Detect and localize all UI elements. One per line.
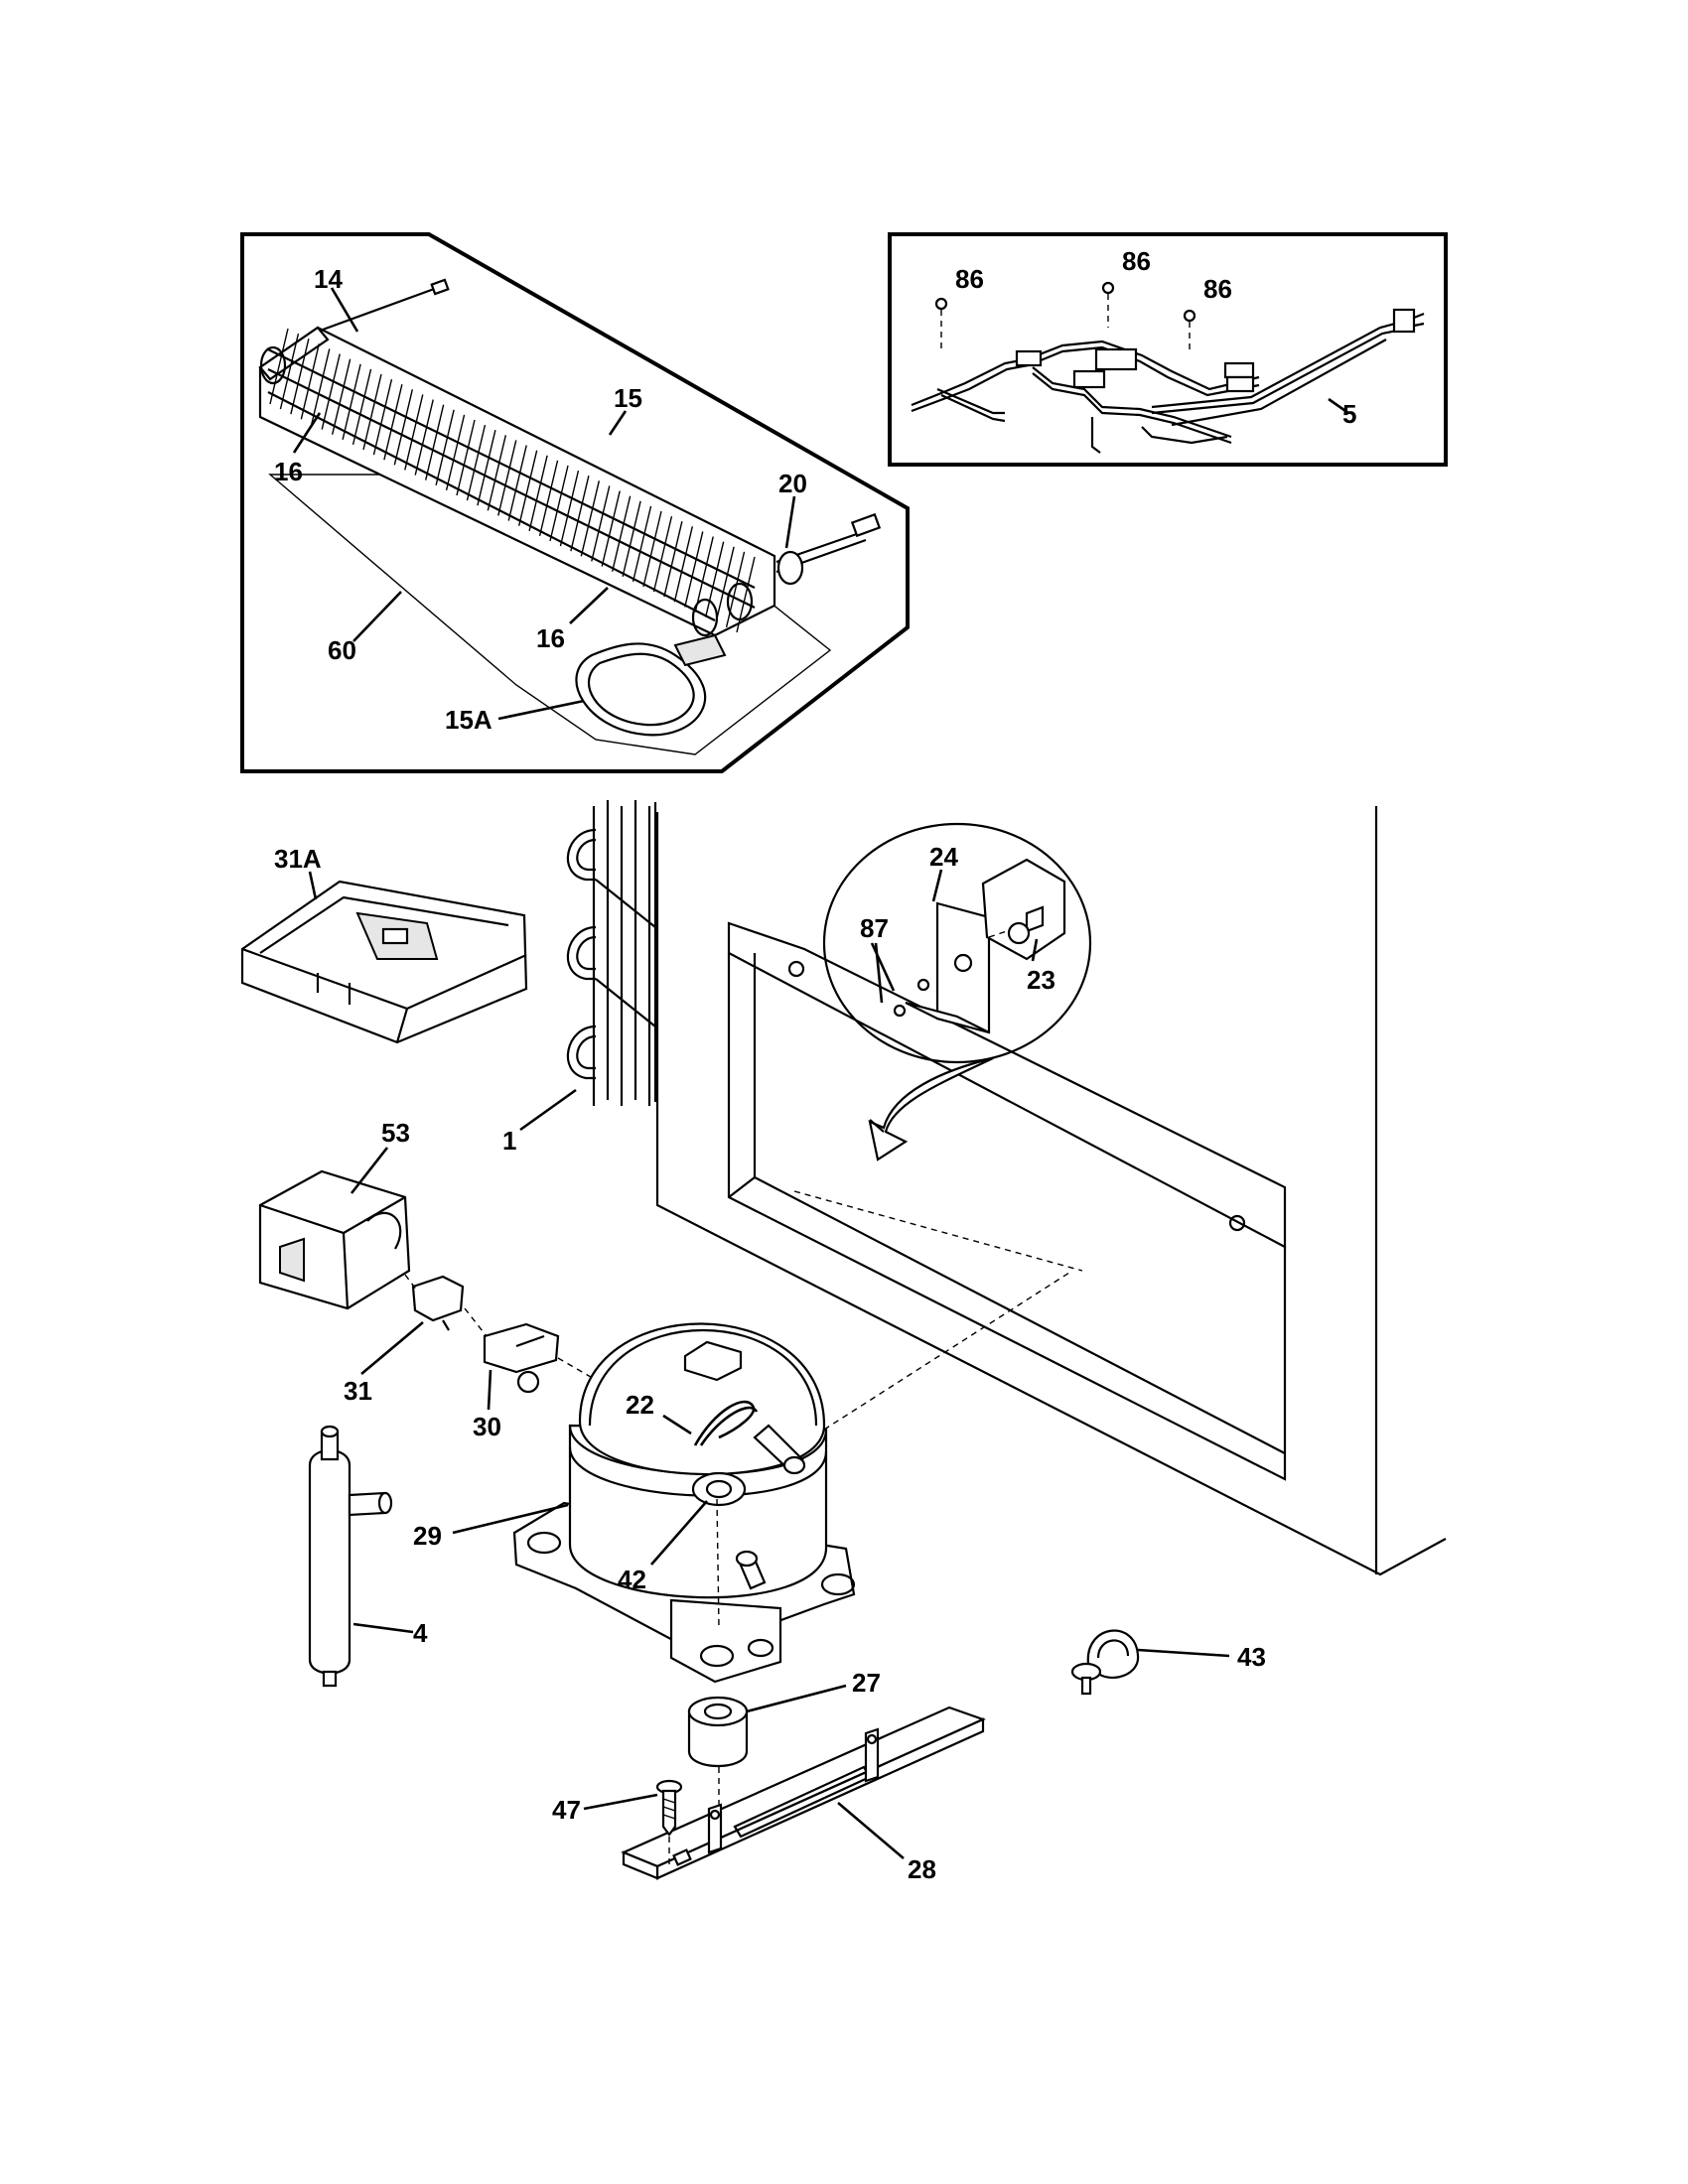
callout-60: 60 xyxy=(328,635,356,665)
evaporator-fin xyxy=(362,373,382,451)
evaporator-fin xyxy=(456,419,476,496)
callout-30: 30 xyxy=(473,1412,501,1441)
evaporator-fin xyxy=(673,526,694,603)
evaporator-fin xyxy=(445,414,466,491)
evaporator-fin xyxy=(622,500,641,577)
evaporator-fin xyxy=(559,470,580,547)
evaporator-fin xyxy=(279,333,300,410)
callout-86: 86 xyxy=(955,264,984,294)
condenser-coil xyxy=(519,800,657,1132)
callout-28: 28 xyxy=(908,1854,936,1884)
callout-31: 31 xyxy=(344,1376,372,1406)
evaporator-fin xyxy=(466,424,487,501)
evaporator-fin xyxy=(321,353,341,430)
start-relay xyxy=(464,1307,597,1411)
cabinet-outline xyxy=(655,806,1447,1576)
evaporator-fin xyxy=(331,358,352,435)
evaporator-fin xyxy=(580,480,601,557)
screw xyxy=(583,1779,683,1866)
screw-86-left xyxy=(934,297,948,349)
evaporator-fin xyxy=(424,404,445,480)
evaporator-fin xyxy=(487,435,507,511)
callout-5: 5 xyxy=(1342,399,1356,429)
evaporator-fin xyxy=(300,343,321,420)
callout-86: 86 xyxy=(1203,274,1232,304)
evaporator-fin xyxy=(642,510,662,588)
evaporator-inset xyxy=(240,232,910,773)
evaporator-fin xyxy=(507,445,527,521)
evaporator-fin xyxy=(663,521,683,598)
evaporator-fin xyxy=(311,348,331,425)
callout-47: 47 xyxy=(552,1795,581,1825)
callout-53: 53 xyxy=(381,1118,410,1148)
callout-16: 16 xyxy=(536,623,565,653)
evaporator-fin xyxy=(601,490,621,567)
tube-clamp xyxy=(1070,1629,1230,1696)
callout-16: 16 xyxy=(274,457,303,486)
callout-4: 4 xyxy=(413,1618,428,1648)
evaporator-fin xyxy=(715,546,735,622)
filter-drier xyxy=(308,1425,414,1688)
harness-inset xyxy=(888,232,1448,467)
drain-pan xyxy=(240,871,528,1044)
callout-22: 22 xyxy=(626,1390,654,1420)
grommet xyxy=(687,1684,847,1827)
callout-14: 14 xyxy=(314,264,343,294)
evaporator-fin xyxy=(517,450,538,526)
evaporator-fin xyxy=(652,515,673,593)
evaporator-fin xyxy=(684,531,704,608)
evaporator-fin xyxy=(404,394,424,471)
evaporator-fin xyxy=(570,476,590,552)
base-plate xyxy=(621,1706,986,1880)
callout-labels: 14 15 16 20 16 60 15A 86 86 86 5 31A 1 2… xyxy=(274,246,1356,1884)
evaporator-fin xyxy=(269,328,289,405)
callout-20: 20 xyxy=(778,469,807,498)
evaporator-fin xyxy=(477,430,496,506)
compressor xyxy=(452,1270,1073,1684)
evaporator-coil xyxy=(258,278,882,737)
callout-86: 86 xyxy=(1122,246,1151,276)
callout-29: 29 xyxy=(413,1521,442,1551)
callout-24: 24 xyxy=(929,842,958,872)
evaporator-fin xyxy=(383,384,403,461)
evaporator-fin xyxy=(342,363,361,440)
timer-detail-circle xyxy=(822,822,1092,1161)
evaporator-fin xyxy=(290,339,310,415)
screw-86-right xyxy=(1183,309,1196,349)
evaporator-fin xyxy=(549,465,569,542)
evaporator-fin xyxy=(632,505,652,583)
screw-86-mid xyxy=(1101,281,1115,328)
evaporator-fin xyxy=(538,460,559,537)
evaporator-fin xyxy=(497,440,517,516)
callout-27: 27 xyxy=(852,1668,881,1698)
evaporator-fin xyxy=(725,551,746,628)
overload-protector xyxy=(360,1274,465,1375)
evaporator-fin xyxy=(414,399,434,476)
evaporator-fin xyxy=(393,389,414,466)
callout-1: 1 xyxy=(502,1126,516,1156)
evaporator-fin xyxy=(591,485,611,562)
callout-15: 15 xyxy=(614,383,642,413)
callout-43: 43 xyxy=(1237,1642,1266,1672)
evaporator-fin xyxy=(694,536,714,613)
callout-23: 23 xyxy=(1027,965,1055,995)
evaporator-fin xyxy=(352,368,372,446)
callout-31A: 31A xyxy=(274,844,322,874)
evaporator-fin xyxy=(435,409,455,485)
relay-cover xyxy=(258,1147,411,1310)
callout-42: 42 xyxy=(618,1565,646,1594)
callout-87: 87 xyxy=(860,913,889,943)
evaporator-fin xyxy=(704,541,725,617)
evaporator-fin xyxy=(372,378,393,456)
evaporator-fin xyxy=(611,495,632,572)
callout-15A: 15A xyxy=(445,705,492,735)
evaporator-fin xyxy=(528,455,548,531)
